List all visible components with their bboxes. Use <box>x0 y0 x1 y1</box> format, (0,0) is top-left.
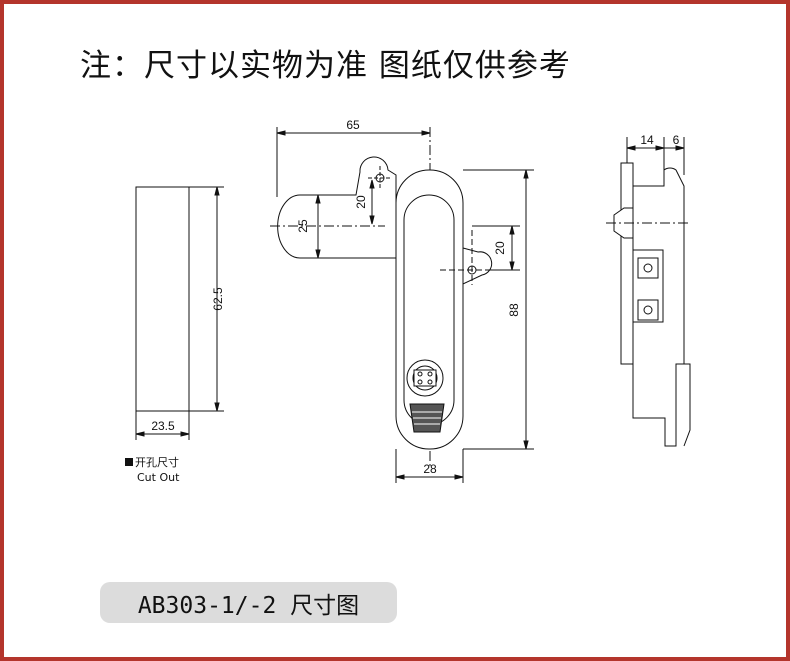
drawing-title-box: AB303-1/-2 尺寸图 <box>100 582 397 623</box>
handle-front-view <box>270 127 534 483</box>
square-bullet-icon <box>125 458 133 466</box>
cutout-label: 开孔尺寸 Cut Out <box>125 455 179 485</box>
dim-6-label: 6 <box>673 133 680 147</box>
disclaimer-note: 注：尺寸以实物为准 图纸仅供参考 <box>80 48 571 84</box>
drawing-title: AB303-1/-2 尺寸图 <box>137 592 360 619</box>
handle-side-view <box>606 137 691 447</box>
dim-88-label: 88 <box>507 303 521 317</box>
dim-20-right-label: 20 <box>493 241 507 255</box>
dim-14-label: 14 <box>640 133 654 147</box>
cutout-label-en: Cut Out <box>137 471 180 484</box>
cutout-height-label: 62.5 <box>211 287 225 311</box>
dim-25-label: 25 <box>296 219 310 233</box>
cutout-rectangle <box>135 186 224 440</box>
dim-28-label: 28 <box>423 462 437 476</box>
dim-20-top-label: 20 <box>354 195 368 209</box>
dim-65-label: 65 <box>346 118 360 132</box>
cutout-width-label: 23.5 <box>151 419 175 433</box>
cutout-label-cn: 开孔尺寸 <box>135 456 179 469</box>
